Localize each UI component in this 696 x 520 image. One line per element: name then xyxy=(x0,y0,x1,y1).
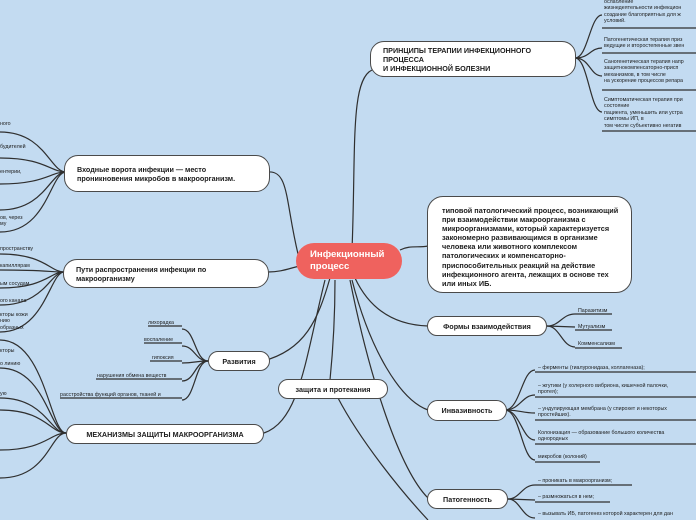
defense-leaf: кторы xyxy=(0,348,15,354)
interaction-forms-node[interactable]: Формы взаимодействия xyxy=(427,316,547,336)
principle-leaf: ослабление жизнедеятельности инфекцион с… xyxy=(604,0,682,25)
invasiveness-leaf: микробов (колоний) xyxy=(538,454,587,460)
defense-leaf: ую xyxy=(0,391,7,397)
forms-leaf: Комменсализм xyxy=(578,341,615,347)
spread-leaf: капиллярам xyxy=(0,263,30,269)
pathogenicity-leaf: – вызывать ИБ, патогенез которой характе… xyxy=(538,511,673,517)
development-leaf: расстройства функций органов, тканей и xyxy=(60,392,161,398)
development-leaf: гипоксия xyxy=(152,355,174,361)
spread-paths-node[interactable]: Пути распространения инфекции по макроор… xyxy=(63,259,269,288)
principle-leaf: Саногенетическая терапия напр защитноком… xyxy=(604,59,684,85)
defense-mechanisms-node[interactable]: МЕХАНИЗМЫ ЗАЩИТЫ МАКРООРГАНИЗМА xyxy=(66,424,264,444)
invasiveness-leaf: – ферменты (гиалуронидаза, коллагеназа); xyxy=(538,365,645,371)
entry-leaf: ного xyxy=(0,121,11,127)
spread-leaf: ого канала xyxy=(0,298,27,304)
spread-leaf: ым сосудам xyxy=(0,281,30,287)
development-leaf: воспаление xyxy=(144,337,174,343)
entry-leaf: будителей xyxy=(0,144,26,150)
entry-leaf: ов, через му xyxy=(0,215,23,228)
definition-box[interactable]: типовой патологический процесс, возникаю… xyxy=(427,196,632,293)
invasiveness-leaf: – ундулирующая мембрана (у спирохет и не… xyxy=(538,406,667,419)
central-topic[interactable]: Инфекционный процесс xyxy=(296,243,402,279)
principles-node[interactable]: ПРИНЦИПЫ ТЕРАПИИ ИНФЕКЦИОННОГО ПРОЦЕССА … xyxy=(370,41,576,77)
principle-leaf: Патогенетическая терапия приз ведущие и … xyxy=(604,37,685,50)
spread-leaf: пространству xyxy=(0,246,34,252)
pathogenicity-leaf: – проникать в макроорганизм; xyxy=(538,478,613,484)
forms-leaf: Мутуализм xyxy=(578,324,606,330)
invasiveness-leaf: – жгутики (у холерного вибриона, кишечно… xyxy=(538,383,669,396)
entry-leaf: ентерии, xyxy=(0,169,22,175)
development-leaf: лихорадка xyxy=(148,320,174,326)
entry-gates-node[interactable]: Входные ворота инфекции — место проникно… xyxy=(64,155,270,192)
protection-node[interactable]: защита и протекания xyxy=(278,379,388,399)
pathogenicity-leaf: – размножаться в нем; xyxy=(538,494,594,500)
defense-leaf: о линию xyxy=(0,361,21,367)
pathogenicity-node[interactable]: Патогенность xyxy=(427,489,508,509)
development-node[interactable]: Развития xyxy=(208,351,270,371)
forms-leaf: Паразитизм xyxy=(578,308,608,314)
invasiveness-node[interactable]: Инвазивность xyxy=(427,400,507,421)
spread-leaf: кторы кожи нию образных xyxy=(0,312,28,331)
principle-leaf: Симптоматическая терапия при состояние п… xyxy=(604,97,683,129)
invasiveness-leaf: Колонизация — образование большого колич… xyxy=(538,430,665,443)
development-leaf: нарушения обмена веществ xyxy=(97,373,167,379)
